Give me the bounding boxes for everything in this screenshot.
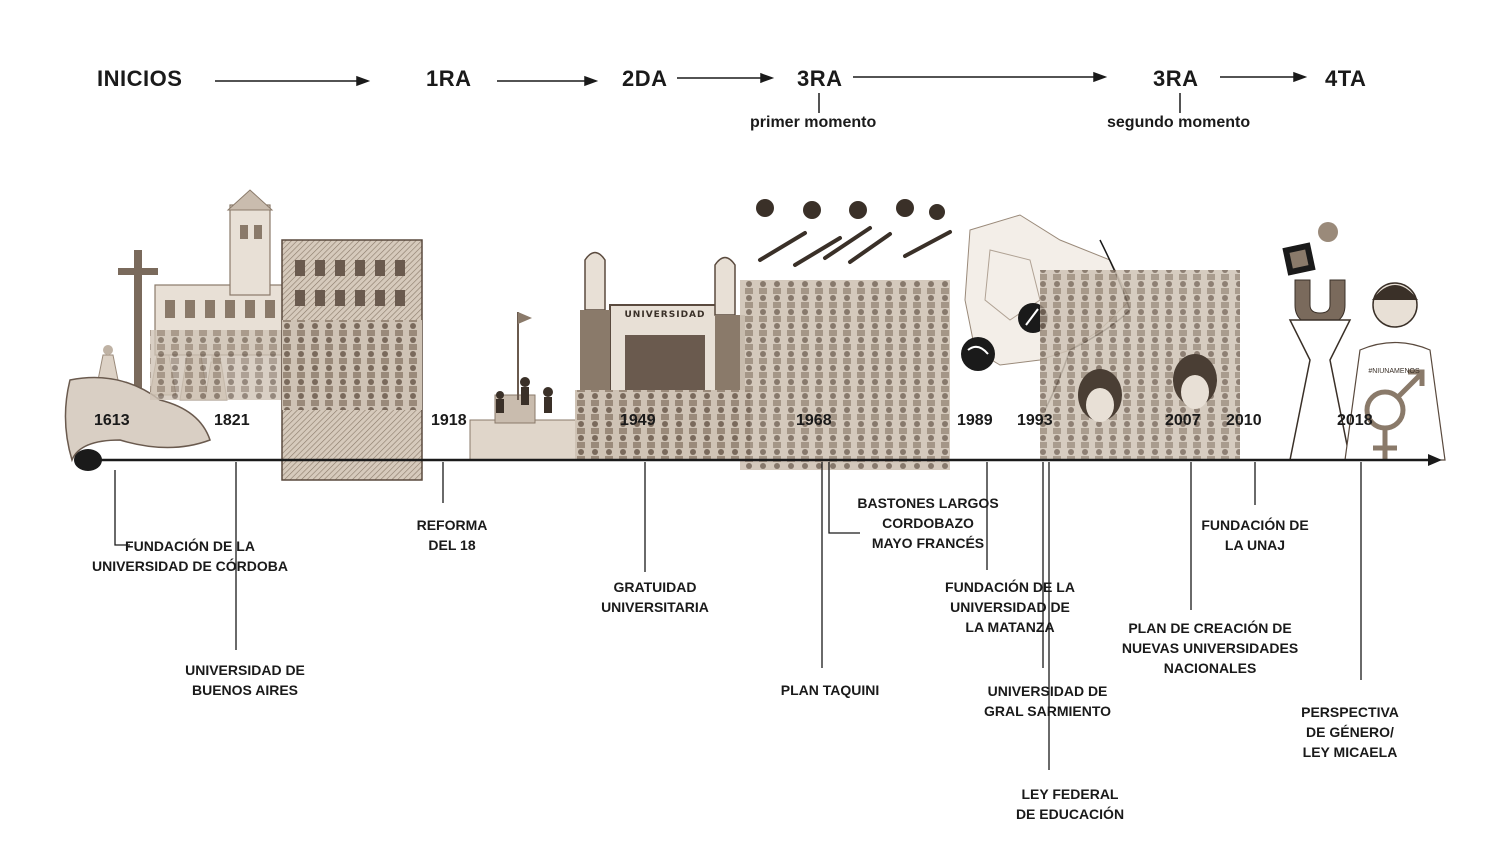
event-universidad-gral-sarmiento: UNIVERSIDAD DE GRAL SARMIENTO (983, 683, 1112, 719)
year-1821: 1821 (214, 412, 250, 429)
year-1968: 1968 (796, 412, 832, 429)
event-universidad-buenos-aires: UNIVERSIDAD DE BUENOS AIRES (185, 662, 305, 698)
unaj-logo-illustration (1282, 222, 1352, 461)
event-perspectiva-genero: PERSPECTIVA DE GÉNERO/ LEY MICAELA (1301, 704, 1399, 760)
event-plan-taquini: PLAN TAQUINI (780, 682, 880, 698)
phase-3ra-second: 3RA (1153, 66, 1199, 91)
event-connectors (114, 462, 1362, 770)
event-ley-federal-educacion: LEY FEDERAL DE EDUCACIÓN (1015, 786, 1125, 822)
year-1949: 1949 (620, 412, 656, 429)
shirt-text: #NIUNAMENOS (1368, 368, 1420, 375)
event-gratuidad-universitaria: GRATUIDAD UNIVERSITARIA (601, 579, 709, 615)
protest-1968-illustration (740, 199, 952, 470)
phase-1ra: 1RA (426, 66, 472, 91)
phase-3ra-second-subtitle: segundo momento (1107, 114, 1251, 131)
event-fundacion-cordoba: FUNDACIÓN DE LA UNIVERSIDAD DE CÓRDOBA (91, 538, 288, 574)
university-sign-text: UNIVERSIDAD (624, 310, 706, 320)
event-plan-creacion-universidades: PLAN DE CREACIÓN DE NUEVAS UNIVERSIDADES… (1121, 620, 1299, 676)
event-bastones-cordobazo-mayo: BASTONES LARGOS CORDOBAZO MAYO FRANCÉS (857, 495, 999, 551)
timeline-axis (80, 454, 1442, 466)
cabildo-building-illustration (150, 189, 291, 400)
event-fundacion-la-matanza: FUNDACIÓN DE LA UNIVERSIDAD DE LA MATANZ… (945, 579, 1075, 635)
phase-inicios: INICIOS (97, 66, 183, 91)
phase-2da: 2DA (622, 66, 668, 91)
year-1613: 1613 (94, 412, 130, 429)
reforma-statue-illustration (469, 312, 581, 461)
phase-3ra-first-subtitle: primer momento (750, 114, 877, 131)
phase-arrows (215, 71, 1308, 113)
event-fundacion-unaj: FUNDACIÓN DE LA UNAJ (1201, 517, 1309, 553)
phase-4ta: 4TA (1325, 66, 1367, 91)
year-2010: 2010 (1226, 412, 1262, 429)
gender-perspective-illustration (1344, 282, 1446, 461)
students-crowd-illustration (1040, 270, 1240, 460)
phase-3ra-first: 3RA (797, 66, 843, 91)
year-1918: 1918 (431, 412, 467, 429)
year-1989: 1989 (957, 412, 993, 429)
year-1993: 1993 (1017, 412, 1053, 429)
event-reforma-del-18: REFORMA DEL 18 (416, 517, 488, 553)
uba-building-illustration (281, 239, 423, 481)
year-2018: 2018 (1337, 412, 1373, 429)
year-2007: 2007 (1165, 412, 1201, 429)
gratuidad-scene-illustration (575, 251, 750, 460)
